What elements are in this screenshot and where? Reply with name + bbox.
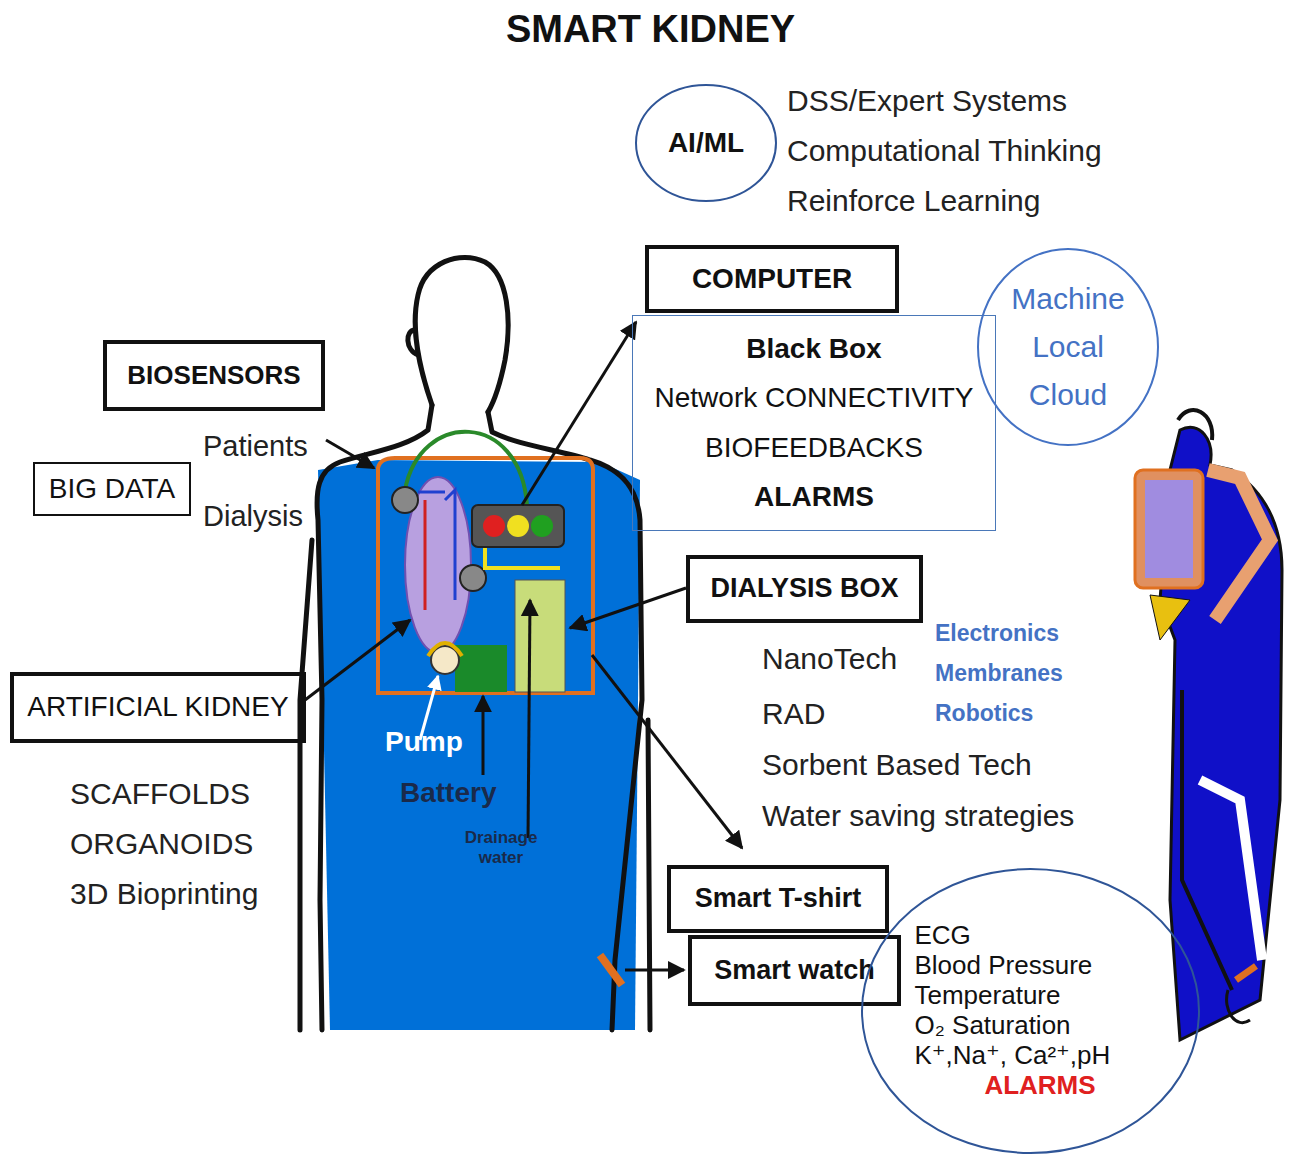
text-label: Dialysis <box>203 500 303 533</box>
text-label: SCAFFOLDS <box>70 777 250 812</box>
biosensors-box: BIOSENSORS <box>103 340 325 411</box>
text-label: Battery <box>400 777 496 809</box>
circle-outline <box>978 249 1158 445</box>
ai-ml-circle: AI/ML <box>635 84 777 202</box>
text-label: NanoTech <box>762 642 897 677</box>
smart-tshirt-box: Smart T-shirt <box>667 865 889 933</box>
node-text: ECG <box>915 921 971 951</box>
text-label: Pump <box>385 726 463 758</box>
node-text: DIALYSIS BOX <box>710 573 898 604</box>
node-text: Smart watch <box>714 955 875 986</box>
text-label: ORGANOIDS <box>70 827 253 862</box>
dialysis-box: DIALYSIS BOX <box>686 555 923 623</box>
diagram-title: SMART KIDNEY <box>0 8 1301 51</box>
circle-outline <box>862 869 1199 1153</box>
text-label: Reinforce Learning <box>787 184 1041 219</box>
node-text: Machine Local Cloud <box>1008 275 1128 419</box>
node-text: O₂ Saturation <box>915 1011 1071 1041</box>
node-text: Black Box <box>746 333 881 365</box>
node-text: BIG DATA <box>49 473 176 505</box>
text-label: Drainage water <box>455 828 547 867</box>
circle-outline <box>636 85 776 201</box>
vitals-circle: ECGBlood PressureTemperatureO₂ Saturatio… <box>861 868 1200 1154</box>
node-text: ARTIFICIAL KIDNEY <box>27 691 288 723</box>
big-data-box: BIG DATA <box>33 462 191 516</box>
text-label: Robotics <box>935 700 1033 726</box>
text-label: Water saving strategies <box>762 799 1074 834</box>
artificial-kidney-box: ARTIFICIAL KIDNEY <box>10 672 306 743</box>
node-text: COMPUTER <box>692 263 852 295</box>
node-text: ALARMS <box>754 481 874 513</box>
text-label: DSS/Expert Systems <box>787 84 1067 119</box>
node-text: K⁺,Na⁺, Ca²⁺,pH <box>915 1041 1111 1071</box>
text-label: Patients <box>203 430 308 463</box>
text-label: 3D Bioprinting <box>70 877 258 912</box>
node-text: BIOFEEDBACKS <box>705 432 923 464</box>
storage-circle: Machine Local Cloud <box>977 248 1159 446</box>
node-text: Smart T-shirt <box>695 883 862 914</box>
node-text: ALARMS <box>984 1071 1095 1101</box>
node-text: AI/ML <box>668 127 744 159</box>
node-text: BIOSENSORS <box>127 361 300 391</box>
text-label: Membranes <box>935 660 1063 686</box>
text-label: Sorbent Based Tech <box>762 748 1032 783</box>
node-text: Temperature <box>915 981 1061 1011</box>
text-label: RAD <box>762 697 825 732</box>
text-label: Electronics <box>935 620 1059 646</box>
node-text: Blood Pressure <box>915 951 1093 981</box>
computer-panel: Black BoxNetwork CONNECTIVITY BIOFEEDBACK… <box>632 315 996 531</box>
text-label: Computational Thinking <box>787 134 1102 169</box>
computer-box: COMPUTER <box>645 245 899 313</box>
node-text: Network CONNECTIVITY <box>655 382 974 414</box>
